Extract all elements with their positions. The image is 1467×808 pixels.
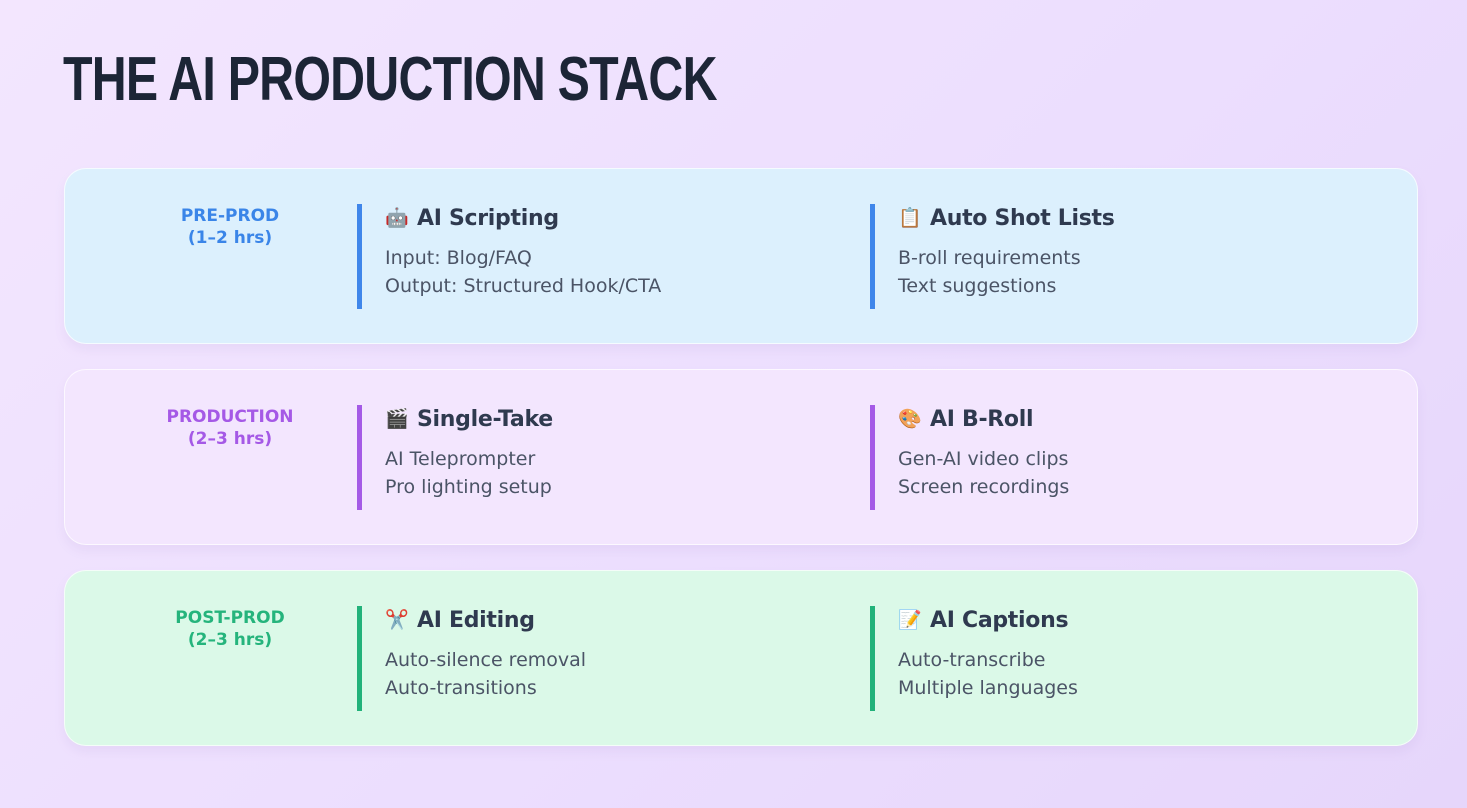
tool-detail: Auto-transcribe xyxy=(898,649,1046,671)
tool-detail: Text suggestions xyxy=(898,275,1057,297)
stage-name: PRODUCTION xyxy=(166,407,294,427)
stage-card-pre-prod: PRE-PROD (1–2 hrs) 🤖 AI Scripting Input:… xyxy=(64,168,1418,344)
tool-detail: Screen recordings xyxy=(898,476,1070,498)
tool-title: Auto Shot Lists xyxy=(930,205,1115,231)
clipboard-icon: 📋 xyxy=(898,207,922,229)
stage-card-production: PRODUCTION (2–3 hrs) 🎬 Single-Take AI Te… xyxy=(64,369,1418,545)
memo-icon: 📝 xyxy=(898,609,922,631)
tool-detail: Pro lighting setup xyxy=(385,476,552,498)
tool-title: AI B-Roll xyxy=(930,406,1034,432)
tool-detail: Auto-silence removal xyxy=(385,649,587,671)
tool-single-take: 🎬 Single-Take AI Teleprompter Pro lighti… xyxy=(357,405,797,510)
tool-detail: Input: Blog/FAQ xyxy=(385,247,532,269)
page-title: THE AI PRODUCTION STACK xyxy=(63,45,718,114)
stage-label: PRODUCTION (2–3 hrs) xyxy=(105,406,355,450)
tool-title: AI Scripting xyxy=(417,205,559,231)
tool-title: AI Editing xyxy=(417,607,535,633)
tool-detail: Output: Structured Hook/CTA xyxy=(385,275,662,297)
palette-icon: 🎨 xyxy=(898,408,922,430)
tool-detail: Auto-transitions xyxy=(385,677,537,699)
tool-title: AI Captions xyxy=(930,607,1069,633)
tool-detail: AI Teleprompter xyxy=(385,448,536,470)
stage-label: POST-PROD (2–3 hrs) xyxy=(105,607,355,651)
tool-title: Single-Take xyxy=(417,406,553,432)
tool-ai-b-roll: 🎨 AI B-Roll Gen-AI video clips Screen re… xyxy=(870,405,1310,510)
tool-ai-editing: ✂️ AI Editing Auto-silence removal Auto-… xyxy=(357,606,797,711)
tool-detail: B-roll requirements xyxy=(898,247,1081,269)
tool-detail: Multiple languages xyxy=(898,677,1078,699)
tool-detail: Gen-AI video clips xyxy=(898,448,1069,470)
stage-duration: (1–2 hrs) xyxy=(187,228,273,248)
stage-name: PRE-PROD xyxy=(180,206,280,226)
stage-duration: (2–3 hrs) xyxy=(187,630,273,650)
stage-duration: (2–3 hrs) xyxy=(187,429,273,449)
stage-label: PRE-PROD (1–2 hrs) xyxy=(105,205,355,249)
stage-name: POST-PROD xyxy=(175,608,285,628)
tool-ai-captions: 📝 AI Captions Auto-transcribe Multiple l… xyxy=(870,606,1310,711)
scissors-icon: ✂️ xyxy=(385,609,409,631)
stage-card-post-prod: POST-PROD (2–3 hrs) ✂️ AI Editing Auto-s… xyxy=(64,570,1418,746)
robot-icon: 🤖 xyxy=(385,207,409,229)
tool-auto-shot-lists: 📋 Auto Shot Lists B-roll requirements Te… xyxy=(870,204,1310,309)
tool-ai-scripting: 🤖 AI Scripting Input: Blog/FAQ Output: S… xyxy=(357,204,797,309)
clapperboard-icon: 🎬 xyxy=(385,408,409,430)
